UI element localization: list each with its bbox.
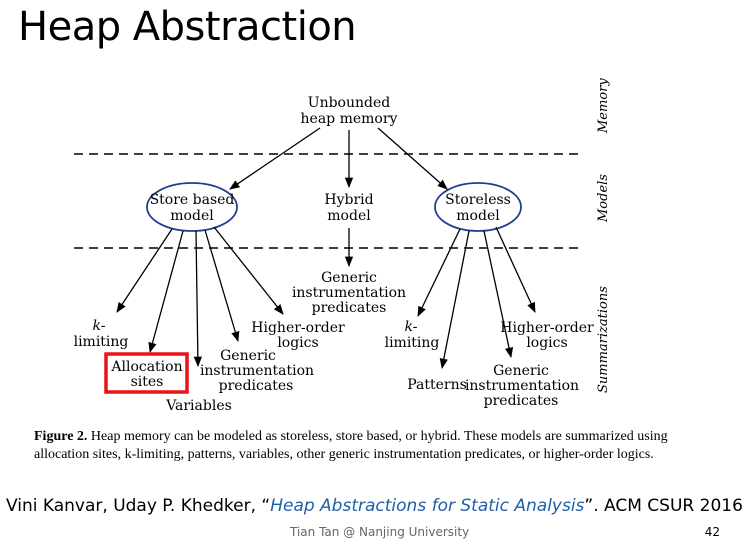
citation-authors: Vini Kanvar, Uday P. Khedker, “ bbox=[6, 496, 271, 516]
arrow-store-variables bbox=[193, 230, 203, 368]
root-line-2: heap memory bbox=[301, 111, 398, 127]
hybrid-model-line-1: Hybrid bbox=[324, 192, 373, 208]
slide-title: Heap Abstraction bbox=[18, 4, 357, 50]
generic-left-line-1: Generic bbox=[220, 348, 276, 364]
generic-left-line-2: instrumentation bbox=[200, 363, 314, 379]
arrow-storeless-k-limiting bbox=[417, 228, 461, 317]
higher-order-right-line-1: Higher-order bbox=[500, 320, 594, 336]
generic-left-line-3: predicates bbox=[219, 378, 294, 394]
arrow-storeless-higher-order bbox=[495, 226, 536, 313]
root-line-1: Unbounded bbox=[308, 95, 390, 111]
generic-mid-line-1: Generic bbox=[321, 270, 377, 286]
footer-text: Tian Tan @ Nanjing University bbox=[290, 525, 470, 539]
arrow-storeless-patterns bbox=[439, 230, 470, 370]
storeless-model-line-2: model bbox=[456, 208, 500, 224]
higher-order-left-line-1: Higher-order bbox=[251, 320, 345, 336]
arrow-store-allocation bbox=[148, 230, 184, 354]
storeless-model-line-1: Storeless bbox=[445, 192, 511, 208]
citation-paper-title[interactable]: Heap Abstractions for Static Analysis bbox=[270, 496, 585, 516]
variables-label: Variables bbox=[165, 398, 232, 414]
arrow-storeless-generic bbox=[483, 230, 514, 359]
row-label-summarizations: Summarizations bbox=[596, 286, 611, 393]
higher-order-right-line-2: logics bbox=[526, 335, 567, 351]
k-limiting-left-line-1: k- bbox=[93, 318, 106, 334]
figure-caption: Figure 2. Heap memory can be modeled as … bbox=[34, 428, 674, 464]
heap-abstraction-diagram: Memory Models Summarizations Unbounded h… bbox=[74, 78, 611, 414]
store-model-line-1: Store based bbox=[150, 192, 235, 208]
generic-right-line-1: Generic bbox=[493, 363, 549, 379]
store-model-ellipse bbox=[146, 182, 238, 232]
allocation-sites-highlight bbox=[104, 352, 189, 394]
citation-venue: ”. ACM CSUR 2016 bbox=[584, 496, 743, 516]
citation: Vini Kanvar, Uday P. Khedker, “Heap Abst… bbox=[6, 496, 743, 516]
caption-label: Figure 2. bbox=[34, 429, 88, 444]
patterns-label: Patterns bbox=[407, 377, 467, 393]
arrow-store-k-limiting bbox=[116, 228, 173, 313]
generic-mid-line-2: instrumentation bbox=[292, 285, 406, 301]
page-number: 42 bbox=[704, 525, 720, 539]
arrow-store-generic bbox=[204, 229, 240, 342]
k-limiting-left-line-2: limiting bbox=[74, 334, 129, 350]
row-label-models: Models bbox=[596, 174, 611, 223]
row-label-memory: Memory bbox=[596, 78, 611, 134]
higher-order-left-line-2: logics bbox=[277, 335, 318, 351]
allocation-sites-line-2: sites bbox=[131, 374, 164, 390]
store-model-line-2: model bbox=[170, 208, 214, 224]
k-limiting-right-line-1: k- bbox=[405, 319, 418, 335]
hybrid-model-line-2: model bbox=[327, 208, 371, 224]
allocation-sites-line-1: Allocation bbox=[110, 359, 182, 375]
generic-right-line-3: predicates bbox=[484, 393, 559, 409]
generic-right-line-2: instrumentation bbox=[465, 378, 579, 394]
caption-text: Heap memory can be modeled as storeless,… bbox=[34, 429, 668, 462]
k-limiting-right-line-2: limiting bbox=[385, 335, 440, 351]
arrow-root-storeless bbox=[377, 127, 448, 190]
storeless-model-ellipse bbox=[434, 182, 522, 232]
arrow-root-store bbox=[229, 127, 321, 190]
generic-mid-line-3: predicates bbox=[312, 300, 387, 316]
arrow-store-higher-order bbox=[213, 226, 284, 315]
